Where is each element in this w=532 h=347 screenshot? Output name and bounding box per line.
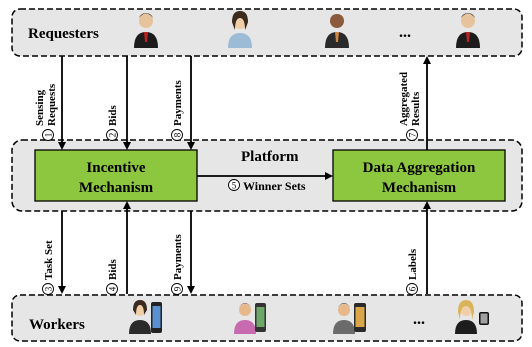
svg-text:4: 4 [108,286,118,291]
businessman-icon [456,13,480,48]
labels-label: 6 Labels [406,248,419,295]
svg-text:1: 1 [44,133,54,138]
man-with-phone-icon [234,303,266,334]
incentive-mechanism-box [34,149,198,202]
svg-text:8: 8 [173,132,183,137]
svg-text:Task Set: Task Set [43,240,55,280]
businessman-icon [134,13,158,48]
requesters-label: Requesters [28,26,99,42]
payments-lower-label: 9 Payments [171,233,184,295]
svg-text:6: 6 [408,286,418,291]
workers-panel [11,294,523,342]
woman-with-smartwatch-icon [455,300,489,334]
woman-icon [228,11,252,48]
svg-text:Payments: Payments [172,79,184,126]
bids-upper-label: 2 Bids [106,104,119,141]
sensing-requests-label: 1 Sensing Requests [34,83,58,141]
aggregation-mechanism-line2: Mechanism [382,180,457,196]
workers-label: Workers [29,317,85,333]
man-icon [325,14,349,48]
incentive-mechanism-line1: Incentive [86,160,146,176]
woman-with-phone-icon [129,300,162,334]
svg-text:5: 5 [232,181,237,191]
svg-text:Results: Results [410,91,422,126]
svg-text:Bids: Bids [107,258,119,280]
man-with-phone-icon [333,303,366,334]
payments-upper-label: 8 Payments [171,79,184,141]
bids-lower-label: 4 Bids [106,258,119,295]
svg-text:Payments: Payments [172,233,184,280]
svg-text:Labels: Labels [407,248,419,280]
svg-text:Bids: Bids [107,104,119,126]
winner-sets-number: 5 [228,179,240,191]
workers-ellipsis: ... [413,311,425,328]
aggregation-mechanism-box [332,149,506,202]
aggregated-results-label: 7 Aggregated Results [398,72,422,141]
svg-text:Requests: Requests [46,83,58,126]
svg-text:2: 2 [108,133,118,138]
svg-text:Sensing: Sensing [34,89,46,126]
svg-text:Aggregated: Aggregated [398,72,410,126]
task-set-label: 3 Task Set [42,240,55,295]
incentive-mechanism-line2: Mechanism [79,180,154,196]
svg-text:9: 9 [173,286,183,291]
svg-text:3: 3 [44,286,54,291]
svg-text:7: 7 [408,132,418,137]
platform-label: Platform [241,149,299,165]
aggregation-mechanism-line1: Data Aggregation [363,160,476,176]
requesters-ellipsis: ... [399,24,411,41]
winner-sets-label: Winner Sets [243,179,306,193]
